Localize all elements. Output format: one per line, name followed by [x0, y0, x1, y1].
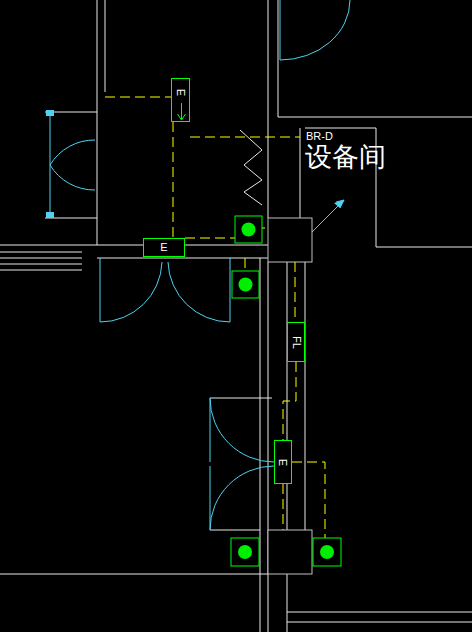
duct-fitting-box: E: [171, 78, 190, 122]
fitting-label: E: [175, 88, 186, 95]
fitting-label: E: [160, 242, 167, 253]
room-label: 设备间: [305, 143, 386, 170]
room-label: BR-D: [306, 131, 333, 142]
flow-arrow: [172, 79, 191, 123]
duct-fitting-box: E: [274, 440, 292, 484]
fitting-label: E: [278, 458, 289, 465]
duct-fitting-box: E: [143, 238, 185, 257]
duct-fitting-box: FL: [287, 322, 305, 362]
duct-line: [283, 362, 296, 440]
fitting-label: FL: [291, 336, 302, 349]
